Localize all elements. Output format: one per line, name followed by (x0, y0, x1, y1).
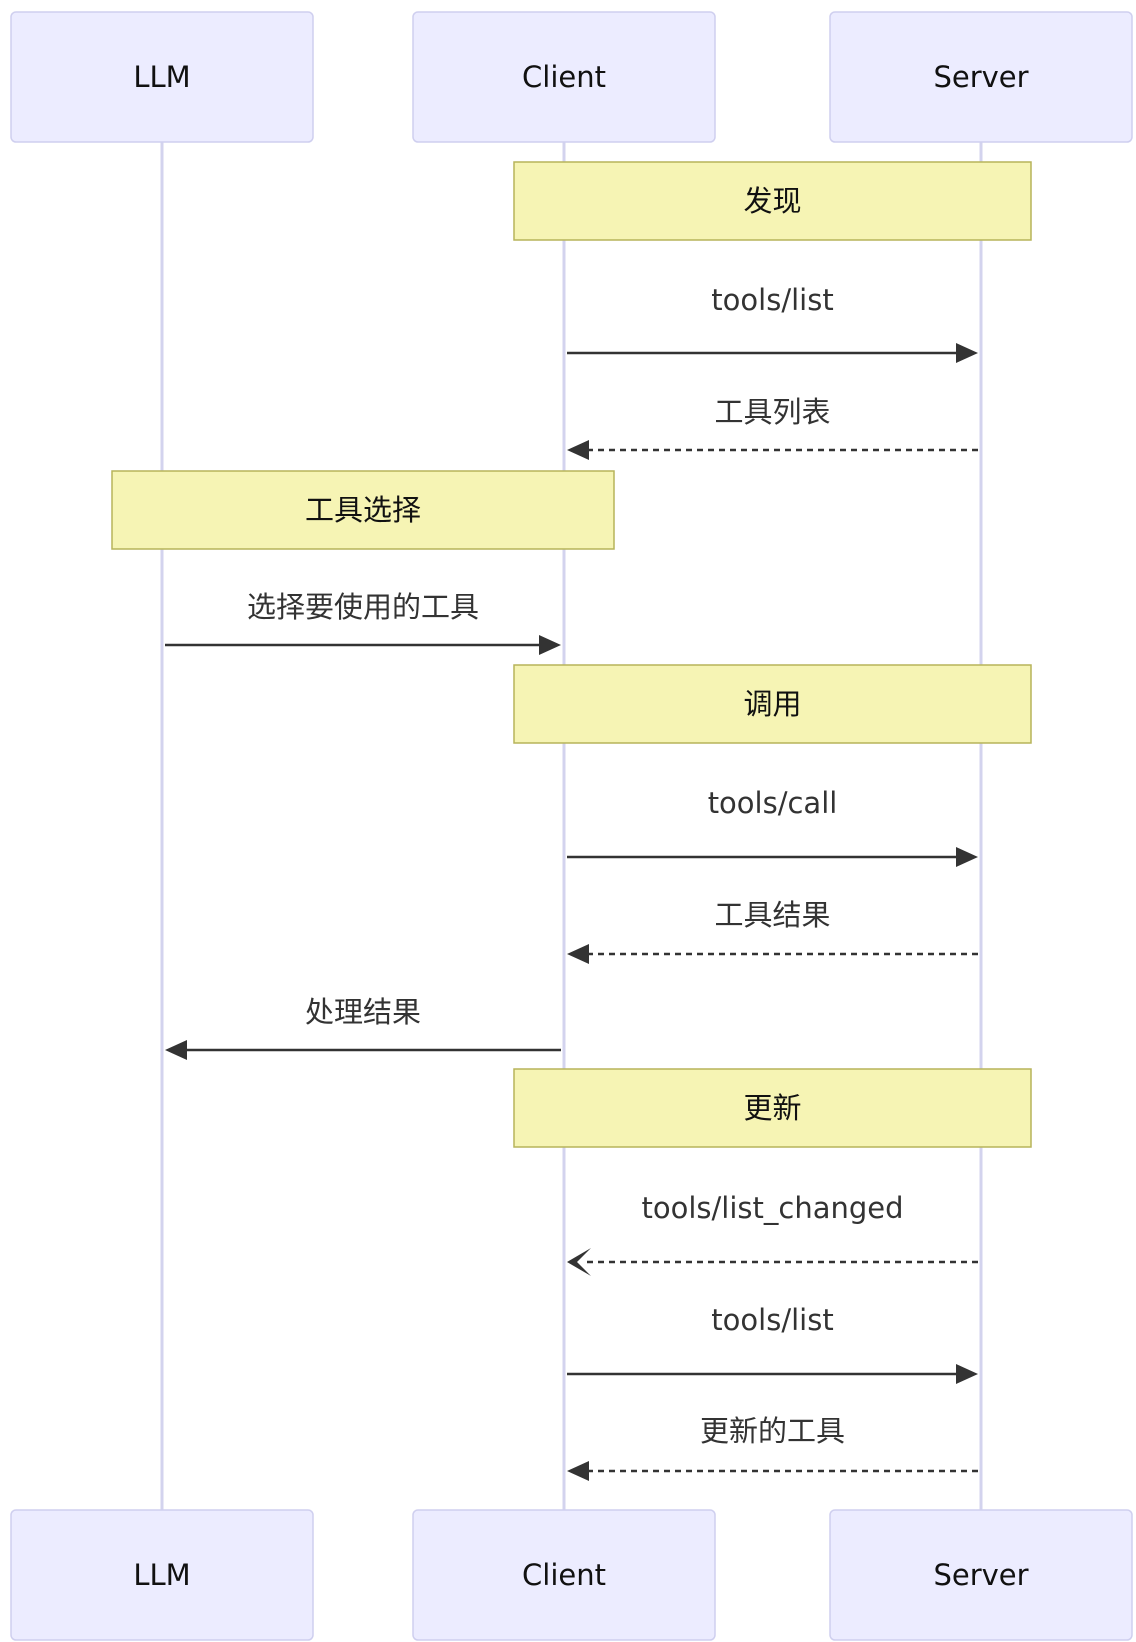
actors-bottom: LLM Client Server (10, 1509, 1133, 1641)
message: 选择要使用的工具 (165, 590, 561, 655)
message-label: tools/list (711, 1303, 833, 1337)
actor-label: LLM (133, 1558, 190, 1592)
note-box (513, 1068, 1032, 1148)
note-label: 工具选择 (305, 493, 421, 527)
message: 工具结果 (567, 898, 978, 964)
message: 处理结果 (165, 995, 561, 1060)
open-arrowhead (567, 1248, 591, 1276)
message: tools/call (567, 786, 978, 867)
actor-box (10, 11, 314, 143)
actor-box (412, 1509, 716, 1641)
actor-box (829, 1509, 1133, 1641)
arrowhead (165, 1040, 187, 1060)
note: 发现 (513, 161, 1032, 241)
actor-label: Server (933, 60, 1028, 94)
message: 工具列表 (567, 395, 978, 460)
arrowhead (567, 944, 589, 964)
message-label: 工具列表 (714, 395, 830, 429)
note: 调用 (513, 664, 1032, 744)
note-label: 调用 (743, 687, 801, 721)
actor-box (412, 11, 716, 143)
note-box (111, 470, 615, 550)
note-box (513, 664, 1032, 744)
arrowhead (567, 440, 589, 460)
message-label: 选择要使用的工具 (247, 590, 479, 624)
actor-label: LLM (133, 60, 190, 94)
message-label: 工具结果 (714, 898, 830, 932)
actor-bottom-server: Server (829, 1509, 1133, 1641)
message-label: tools/call (708, 786, 838, 820)
actor-top-llm: LLM (10, 11, 314, 143)
note-label: 更新 (743, 1091, 801, 1125)
actor-box (10, 1509, 314, 1641)
actor-label: Client (522, 60, 606, 94)
actor-top-client: Client (412, 11, 716, 143)
note: 更新 (513, 1068, 1032, 1148)
note-label: 发现 (743, 184, 801, 218)
actor-bottom-llm: LLM (10, 1509, 314, 1641)
actor-label: Server (933, 1558, 1028, 1592)
arrowhead (956, 1364, 978, 1384)
message: tools/list_changed (567, 1191, 978, 1276)
actors-top: LLM Client Server (10, 11, 1133, 143)
note-box (513, 161, 1032, 241)
arrowhead (956, 343, 978, 363)
lifelines (160, 142, 983, 1510)
message-label: tools/list (711, 283, 833, 317)
actor-box (829, 11, 1133, 143)
message: tools/list (567, 1303, 978, 1384)
note: 工具选择 (111, 470, 615, 550)
message: tools/list (567, 283, 978, 363)
arrowhead (567, 1461, 589, 1481)
message-label: 更新的工具 (700, 1414, 845, 1448)
actor-top-server: Server (829, 11, 1133, 143)
actor-label: Client (522, 1558, 606, 1592)
message: 更新的工具 (567, 1414, 978, 1481)
arrowhead (956, 847, 978, 867)
arrowhead (539, 635, 561, 655)
actor-bottom-client: Client (412, 1509, 716, 1641)
message-label: tools/list_changed (641, 1191, 903, 1225)
message-label: 处理结果 (305, 995, 421, 1029)
